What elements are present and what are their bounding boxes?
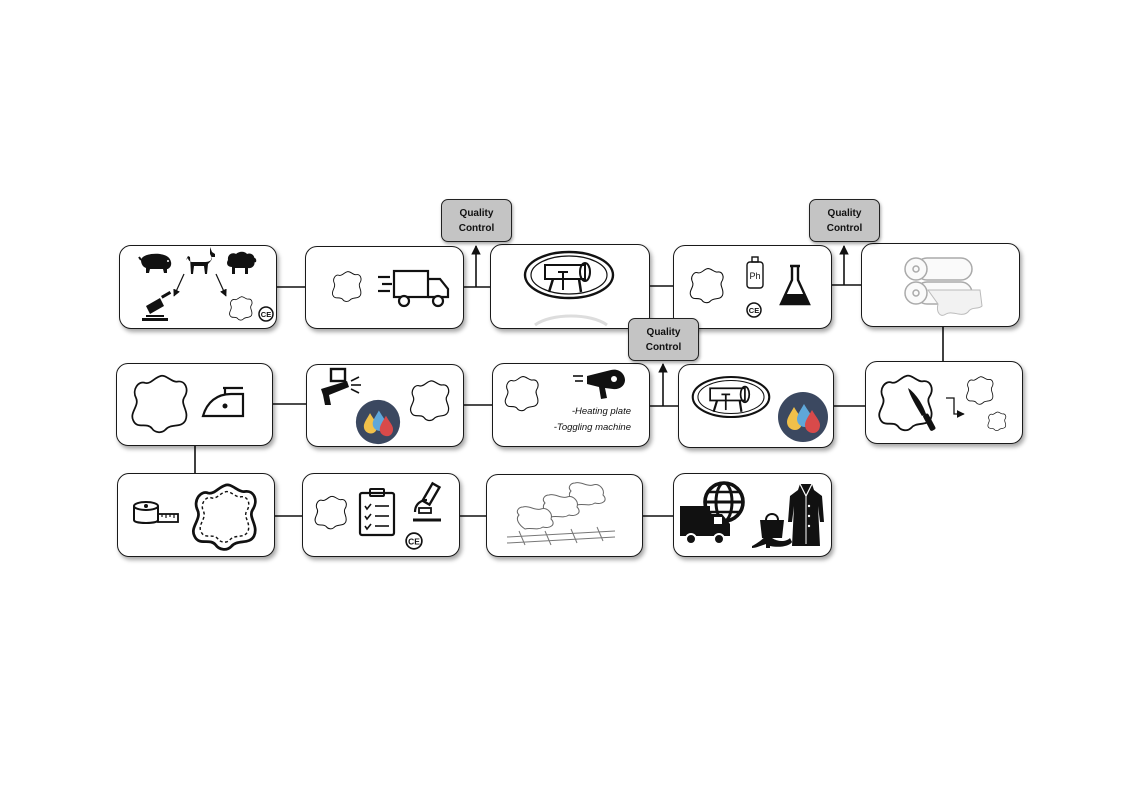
hide-icon	[229, 296, 253, 321]
pig-icon	[138, 253, 172, 273]
reflection-shadow	[534, 314, 608, 327]
step-ironing-box	[116, 363, 273, 446]
hide-icon	[409, 380, 450, 422]
quality-control-badge: Quality Control	[441, 199, 512, 242]
step-dyeing-box	[678, 364, 834, 448]
step-spraying-box	[306, 364, 464, 447]
step-inspection-box: CE	[302, 473, 460, 557]
knife-icon	[908, 388, 936, 431]
svg-text:CE: CE	[261, 310, 271, 319]
stitched-hide-icon	[191, 483, 257, 551]
coat-icon	[788, 483, 824, 546]
step-distribution-box	[673, 473, 832, 557]
hair-dryer-icon	[573, 369, 625, 399]
step-drying-box: -Heating plate -Toggling machine	[492, 363, 650, 447]
delivery-truck-icon	[680, 506, 730, 545]
hide-icon	[966, 376, 994, 405]
spray-gun-icon	[321, 367, 361, 405]
cleaver-icon	[142, 291, 172, 321]
drum-machine-icon	[691, 375, 771, 419]
quality-control-badge: Quality Control	[628, 318, 699, 361]
dye-drops-icon	[355, 399, 401, 445]
sheep-icon	[227, 251, 257, 274]
stacked-hides-pallet-icon	[506, 482, 616, 546]
step-cutting-box	[865, 361, 1023, 444]
svg-text:CE: CE	[408, 536, 420, 546]
microscope-icon	[413, 481, 442, 522]
svg-text:CE: CE	[749, 306, 759, 315]
arrows-icon	[173, 273, 227, 297]
quality-control-line2: Control	[645, 342, 682, 353]
svg-text:Ph: Ph	[749, 271, 760, 281]
step-rolling-box	[861, 243, 1020, 327]
hide-icon	[314, 495, 347, 530]
hide-icon	[987, 411, 1007, 432]
dye-drops-icon	[778, 392, 828, 442]
roller-machine-icon	[904, 257, 983, 316]
step-drum-processing-box	[490, 244, 650, 329]
hide-icon	[131, 374, 188, 434]
ce-mark-icon: CE	[258, 306, 274, 322]
toggling-machine-note: -Toggling machine	[553, 422, 631, 433]
tape-measure-icon	[133, 501, 179, 524]
step-animal-sourcing-box: CE	[119, 245, 277, 329]
truck-icon	[378, 269, 450, 308]
step-arrow-icon	[946, 397, 965, 418]
hide-icon	[331, 271, 362, 302]
drum-machine-icon	[523, 250, 615, 300]
quality-control-line1: Quality	[459, 208, 494, 219]
flask-icon	[779, 264, 811, 306]
quality-control-line2: Control	[458, 223, 495, 234]
goat-icon	[186, 247, 215, 274]
hide-icon	[689, 267, 724, 304]
ce-mark-icon: CE	[746, 302, 762, 318]
quality-control-line2: Control	[826, 223, 863, 234]
step-transport-box	[305, 246, 464, 329]
step-measuring-box	[117, 473, 275, 557]
ce-mark-icon: CE	[405, 532, 423, 550]
hide-icon	[504, 375, 539, 412]
clipboard-icon	[358, 488, 396, 537]
heating-plate-note: -Heating plate	[571, 406, 631, 417]
step-chemical-testing-box: Ph CE	[673, 245, 832, 329]
iron-icon	[201, 386, 245, 418]
quality-control-line1: Quality	[646, 327, 681, 338]
quality-control-badge: Quality Control	[809, 199, 880, 242]
handbag-icon	[760, 513, 784, 538]
step-storage-box	[486, 474, 643, 557]
ph-bottle-icon: Ph	[746, 256, 764, 289]
quality-control-line1: Quality	[827, 208, 862, 219]
high-heel-icon	[752, 534, 792, 548]
